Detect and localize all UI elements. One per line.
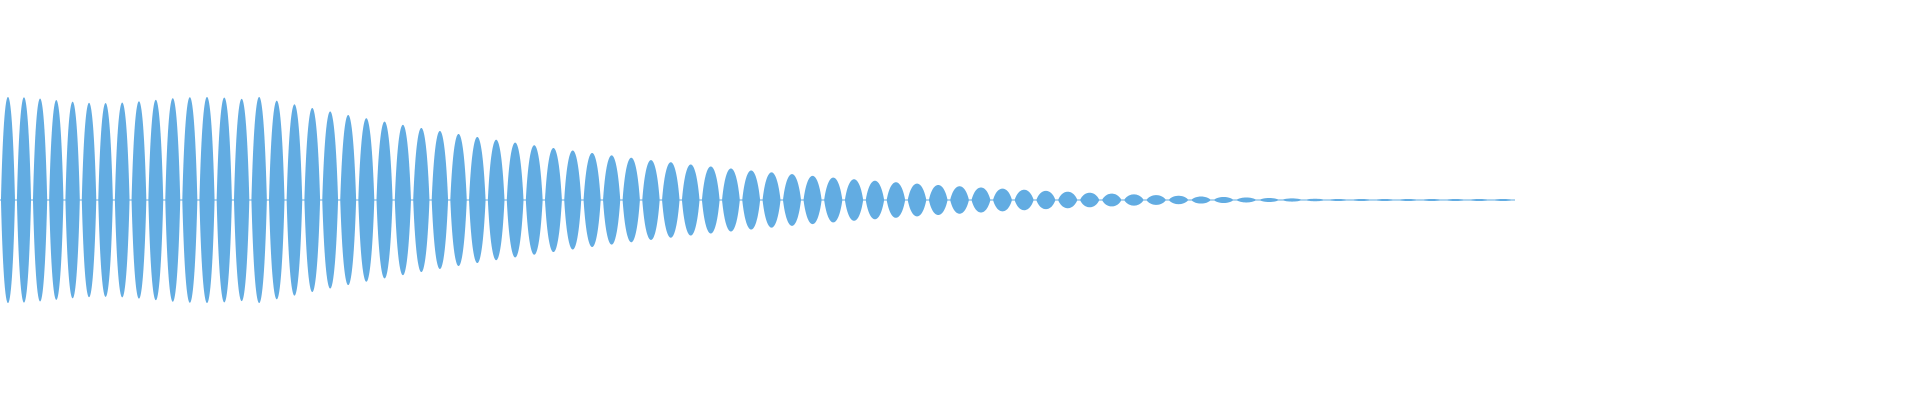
waveform-lobe bbox=[98, 103, 113, 297]
waveform-lobe bbox=[199, 97, 215, 303]
waveform-lobe bbox=[662, 162, 680, 238]
waveform-lobe bbox=[413, 127, 430, 273]
waveform-lobe bbox=[544, 147, 562, 253]
waveform-lobe bbox=[49, 100, 64, 300]
waveform-lobe bbox=[583, 153, 601, 247]
waveform-lobe bbox=[450, 134, 467, 266]
waveform-lobe bbox=[131, 101, 147, 299]
waveform-lobe bbox=[1397, 198, 1419, 202]
waveform-lobe bbox=[1213, 197, 1234, 203]
waveform-lobe bbox=[1259, 198, 1280, 202]
waveform-lobe bbox=[431, 131, 449, 269]
waveform-lobe bbox=[268, 100, 285, 300]
waveform-lobe bbox=[81, 102, 97, 298]
waveform-lobe bbox=[844, 179, 864, 221]
waveform-lobe bbox=[340, 114, 357, 286]
waveform-lobe bbox=[182, 97, 198, 303]
waveform-lobe bbox=[376, 121, 393, 279]
waveform-lobe bbox=[742, 170, 761, 230]
waveform-lobe bbox=[1236, 197, 1257, 203]
waveform-lobe bbox=[32, 98, 48, 302]
waveform-lobe bbox=[701, 166, 720, 234]
waveform-lobe bbox=[928, 184, 948, 216]
waveform-lobe bbox=[1444, 198, 1466, 202]
waveform-lobe bbox=[803, 175, 822, 225]
waveform-lobe bbox=[1058, 191, 1078, 209]
waveform-lobe bbox=[358, 118, 375, 282]
waveform-lobe bbox=[1492, 198, 1514, 202]
waveform-lobe bbox=[971, 187, 991, 213]
waveform-lobe bbox=[722, 168, 740, 232]
waveform-lobe bbox=[304, 107, 321, 293]
waveform-lobe bbox=[148, 99, 164, 301]
waveform-lobe bbox=[114, 102, 130, 298]
waveform-lobe bbox=[622, 157, 640, 243]
waveform-lobe bbox=[1124, 194, 1144, 206]
waveform-lobe bbox=[865, 180, 885, 220]
waveform-lobe bbox=[394, 124, 411, 276]
waveform-lobe bbox=[251, 97, 267, 303]
waveform-lobes bbox=[0, 97, 1515, 303]
waveform-lobe bbox=[603, 155, 621, 245]
waveform-lobe bbox=[950, 186, 969, 214]
waveform-lobe bbox=[16, 97, 32, 303]
waveform-lobe bbox=[1080, 192, 1100, 208]
waveform-lobe bbox=[506, 142, 524, 258]
waveform-lobe bbox=[1327, 198, 1349, 202]
waveform-lobe bbox=[1468, 198, 1490, 202]
waveform-lobe bbox=[1102, 193, 1122, 207]
waveform-lobe bbox=[165, 98, 181, 302]
waveform-lobe bbox=[1146, 195, 1167, 205]
waveform-lobe bbox=[886, 182, 906, 218]
waveform-lobe bbox=[233, 98, 250, 302]
waveform-lobe bbox=[1014, 189, 1034, 211]
waveform-lobe bbox=[762, 172, 781, 228]
waveform-lobe bbox=[824, 177, 843, 223]
waveform-lobe bbox=[487, 139, 505, 261]
waveform-lobe bbox=[564, 150, 582, 250]
waveform-lobe bbox=[681, 164, 700, 236]
waveform-lobe bbox=[469, 136, 486, 264]
waveform-lobe bbox=[1281, 198, 1303, 202]
waveform-lobe bbox=[782, 174, 802, 226]
waveform-lobe bbox=[65, 101, 80, 299]
waveform-lobe bbox=[322, 111, 339, 289]
waveform-lobe bbox=[1304, 198, 1326, 202]
waveform-lobe bbox=[1191, 196, 1211, 204]
waveform-lobe bbox=[286, 104, 303, 296]
waveform-lobe bbox=[1036, 190, 1056, 210]
waveform-lobe bbox=[907, 183, 927, 217]
waveform-lobe bbox=[993, 188, 1013, 212]
waveform-lobe bbox=[1421, 198, 1443, 202]
waveform-lobe bbox=[642, 160, 660, 240]
waveform-lobe bbox=[216, 97, 232, 303]
waveform-lobe bbox=[0, 97, 15, 303]
waveform-lobe bbox=[1168, 195, 1189, 205]
waveform-lobe bbox=[1351, 198, 1372, 202]
waveform-lobe bbox=[1374, 198, 1396, 202]
waveform-lobe bbox=[525, 145, 543, 255]
